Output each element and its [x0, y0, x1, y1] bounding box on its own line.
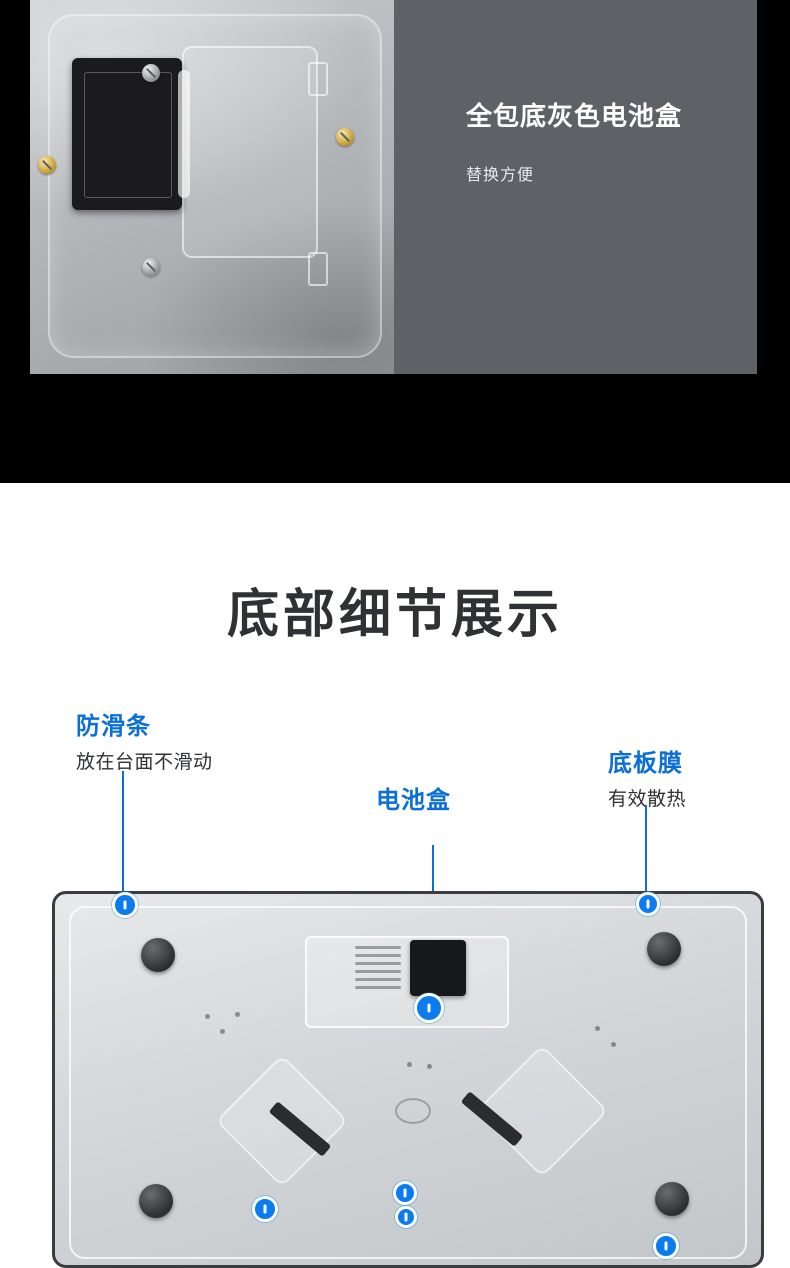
surface-speck — [235, 1012, 240, 1017]
battery-tab — [178, 70, 190, 198]
battery-box — [410, 940, 466, 996]
leader-line-film — [645, 805, 647, 897]
surface-speck — [205, 1014, 210, 1019]
marker-dot-film — [636, 892, 660, 916]
section-title: 底部细节展示 — [226, 586, 563, 644]
hero-card: 全包底灰色电池盒 替换方便 — [30, 0, 757, 374]
callout-battery-title: 电池盒 — [376, 787, 451, 814]
leader-line-antislip — [122, 771, 124, 891]
hero-product-photo — [30, 0, 394, 374]
callout-film: 底板膜 有效散热 — [608, 743, 686, 811]
callout-antislip-title: 防滑条 — [76, 713, 151, 740]
battery-box — [72, 58, 182, 210]
battery-tray — [305, 936, 509, 1028]
surface-speck — [407, 1062, 412, 1067]
callout-battery: 电池盒 — [376, 780, 451, 815]
vent-grille — [355, 946, 401, 994]
rubber-foot — [647, 932, 681, 966]
marker-dot-centre-upper — [393, 1181, 417, 1205]
callout-antislip: 防滑条 放在台面不滑动 — [76, 706, 213, 774]
rubber-foot — [139, 1184, 173, 1218]
marker-dot-battery — [414, 993, 444, 1023]
callout-film-desc: 有效散热 — [608, 789, 687, 810]
surface-speck — [220, 1029, 225, 1034]
marker-dot-antislip-bottom — [252, 1196, 278, 1222]
rubber-foot — [655, 1182, 689, 1216]
centre-drain-hole — [395, 1098, 431, 1124]
surface-speck — [611, 1042, 616, 1047]
top-dark-band: 全包底灰色电池盒 替换方便 — [0, 0, 790, 483]
bottom-detail-section: 底部细节展示 防滑条 放在台面不滑动 电池盒 底板膜 有效散热 — [0, 483, 790, 1268]
vent-slot — [308, 252, 328, 286]
hero-title: 全包底灰色电池盒 — [466, 101, 683, 131]
surface-speck — [595, 1026, 600, 1031]
callout-film-title: 底板膜 — [608, 750, 683, 777]
hero-subtitle: 替换方便 — [466, 167, 535, 184]
screw-icon — [142, 258, 160, 276]
product-rim — [69, 906, 747, 1259]
marker-dot-centre-lower — [395, 1206, 417, 1228]
screw-icon — [336, 128, 354, 146]
panel-outline — [48, 14, 382, 358]
callout-antislip-desc: 放在台面不滑动 — [76, 752, 213, 773]
rubber-foot — [141, 938, 175, 972]
marker-dot-antislip-top — [112, 892, 138, 918]
screw-icon — [38, 156, 56, 174]
screw-icon — [142, 64, 160, 82]
vent-slot — [308, 62, 328, 96]
product-underside-photo — [52, 891, 764, 1268]
marker-dot-foot-right — [653, 1233, 679, 1259]
inner-plate — [182, 46, 318, 258]
hero-text-panel: 全包底灰色电池盒 替换方便 — [394, 0, 757, 374]
surface-speck — [427, 1064, 432, 1069]
